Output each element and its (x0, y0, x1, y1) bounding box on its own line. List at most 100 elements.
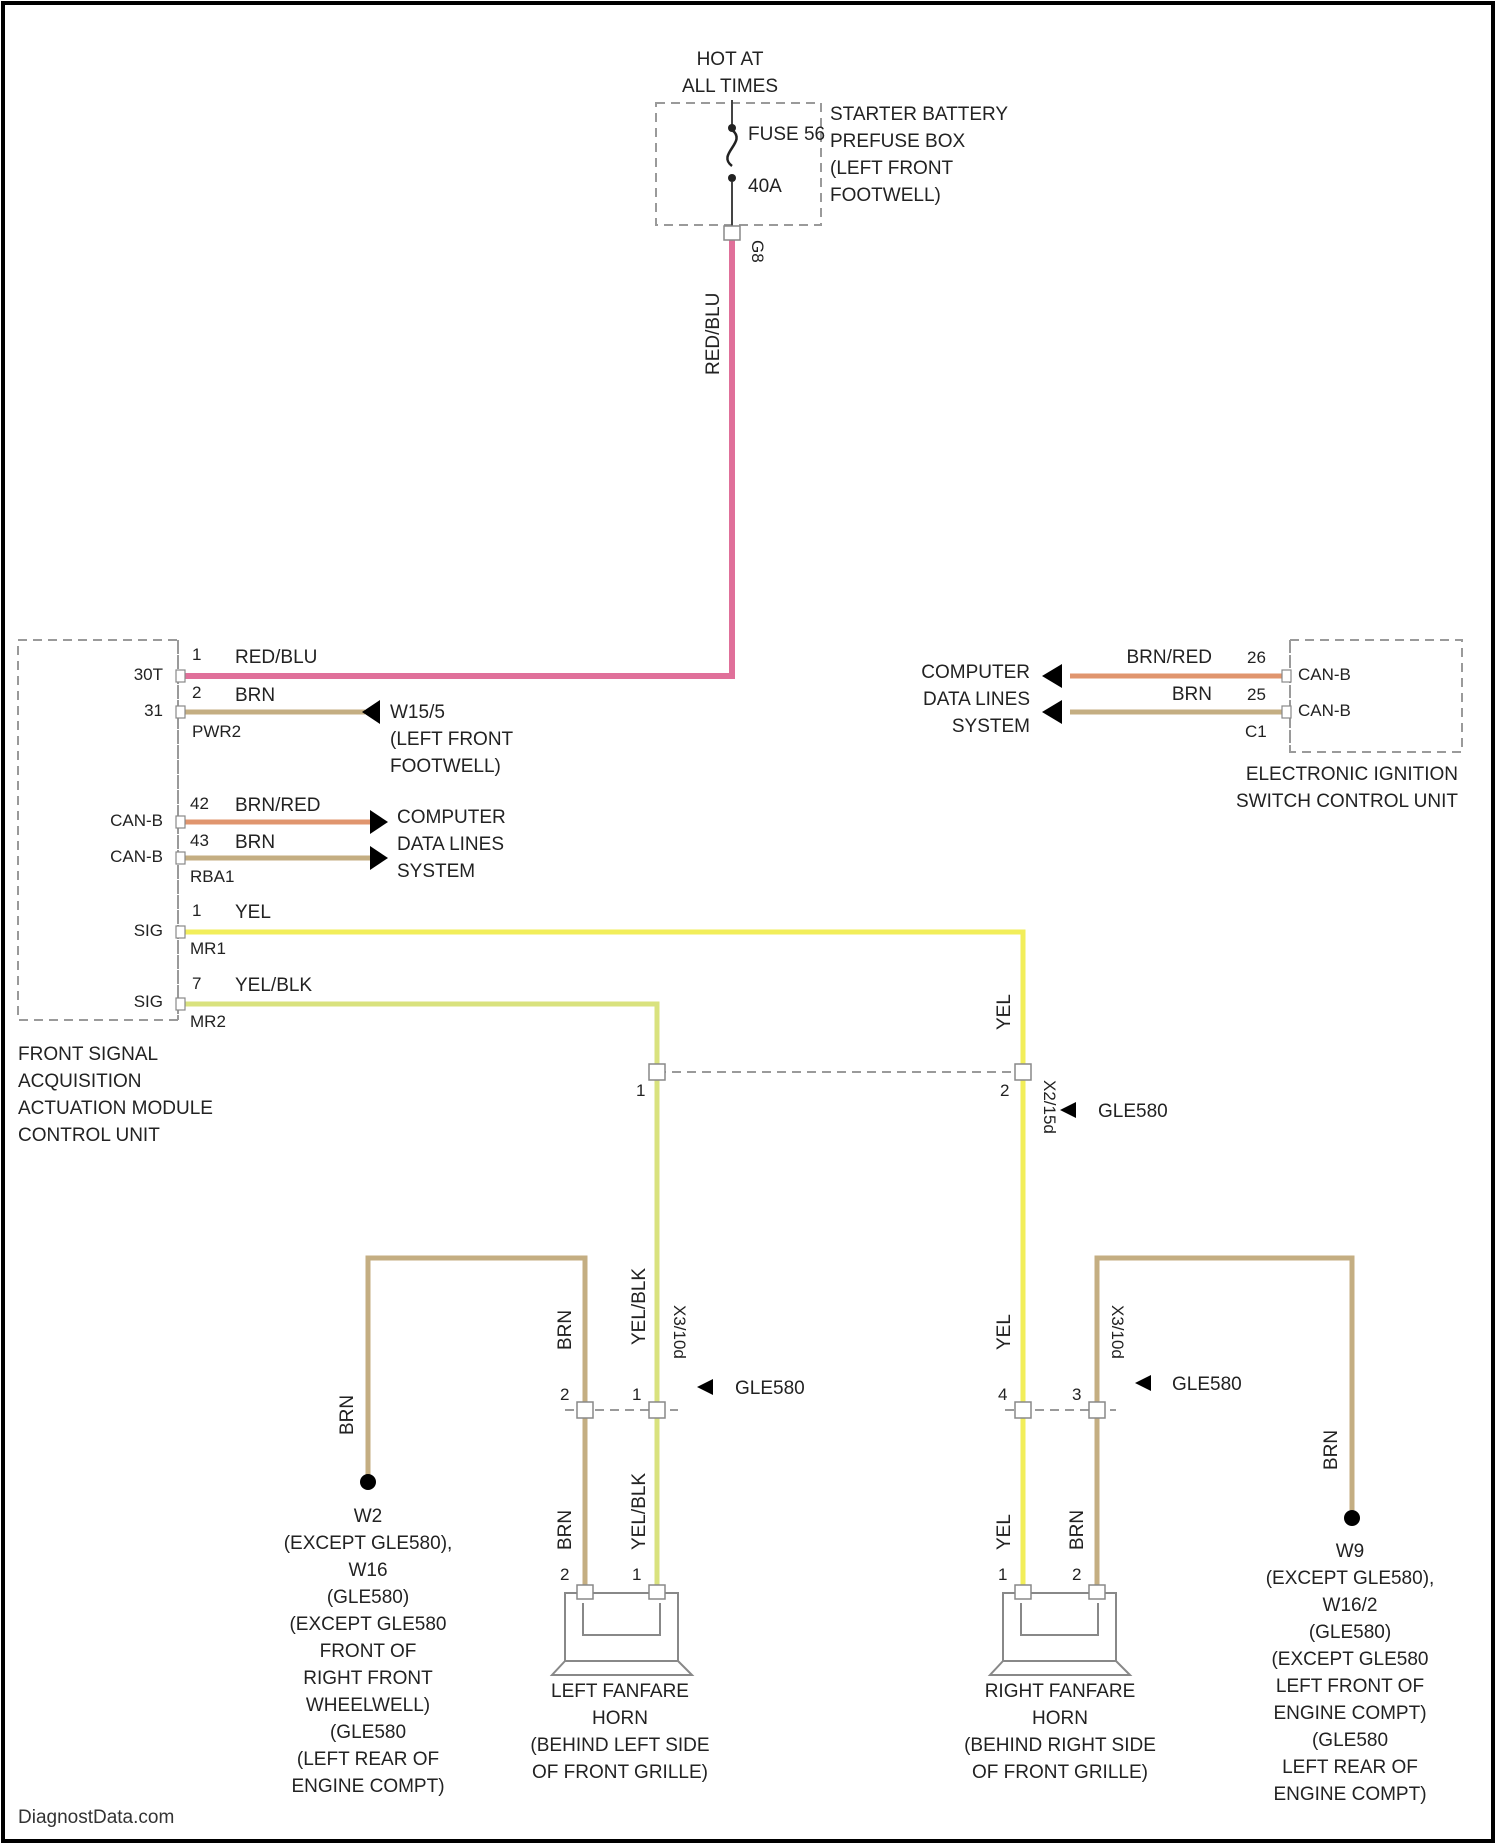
fuse-symbol (727, 130, 736, 166)
mid-connector-left (649, 1064, 665, 1080)
wire-label-brn-left-3: BRN (555, 1510, 576, 1550)
eis-conn-canb-lo: CAN-B (1298, 701, 1351, 720)
prefuse-pin-label: G8 (748, 240, 767, 263)
sam-conn-canb-lo: CAN-B (110, 847, 163, 866)
prefuse-box-label-1: STARTER BATTERY (830, 104, 1008, 125)
wire-label-brn-left-1: BRN (337, 1395, 358, 1435)
left-ground-label-8: WHEELWELL) (306, 1695, 430, 1716)
sam-can-dest-1: COMPUTER (397, 807, 506, 828)
sam-label-1: FRONT SIGNAL (18, 1044, 158, 1065)
left-horn-label-2: HORN (592, 1708, 648, 1729)
right-horn-term-a (1015, 1585, 1031, 1599)
left-ground-label-3: W16 (348, 1560, 387, 1581)
sam-conn-31: 31 (144, 701, 163, 720)
watermark: DiagnostData.com (18, 1807, 174, 1828)
right-connector-pin-brn (1089, 1402, 1105, 1418)
wire-label-yel-top: YEL (994, 994, 1015, 1030)
eis-module-box (1290, 640, 1462, 752)
can-arrow-lo (370, 846, 388, 870)
eis-label-2: SWITCH CONTROL UNIT (1236, 791, 1458, 812)
right-horn-label-2: HORN (1032, 1708, 1088, 1729)
wire-label-yel-mid: YEL (994, 1314, 1015, 1350)
ground-label-2: (LEFT FRONT (390, 729, 514, 750)
sam-wire-yel-label: YEL (235, 902, 271, 923)
fuse-name: FUSE 56 (748, 124, 825, 145)
eis-can-dest-1: COMPUTER (921, 662, 1030, 683)
right-ground-label-3: W16/2 (1323, 1595, 1378, 1616)
wire-label-brn-left-2: BRN (555, 1310, 576, 1350)
eis-pin-26: 26 (1247, 648, 1266, 667)
left-connector-pin-yelblk (649, 1402, 665, 1418)
right-ground-label-6: LEFT FRONT OF (1276, 1676, 1424, 1697)
sam-conn-30t: 30T (134, 665, 163, 684)
sam-sub-pwr2: PWR2 (192, 722, 241, 741)
left-connector-pin-1: 1 (632, 1385, 641, 1404)
mid-pin-2: 2 (1000, 1081, 1009, 1100)
eis-wire-brn-label: BRN (1172, 684, 1212, 705)
sam-label-4: CONTROL UNIT (18, 1125, 160, 1146)
sam-label-3: ACTUATION MODULE (18, 1098, 213, 1119)
right-ground-label-5: (EXCEPT GLE580 (1271, 1649, 1428, 1670)
right-horn-body (1003, 1593, 1116, 1661)
sam-pin-1: 1 (192, 645, 201, 664)
mid-pin-1: 1 (636, 1081, 645, 1100)
left-horn-term-b (649, 1585, 665, 1599)
right-connector-pin-3: 3 (1072, 1385, 1081, 1404)
eis-conn-canb-hi: CAN-B (1298, 665, 1351, 684)
eis-pin-stub-1 (1282, 670, 1291, 682)
sam-label-2: ACQUISITION (18, 1071, 142, 1092)
left-connector-id: X3/10d (670, 1305, 689, 1359)
left-horn-label-1: LEFT FANFARE (551, 1681, 689, 1702)
eis-pin-25: 25 (1247, 685, 1266, 704)
sam-conn-sig-1: SIG (134, 921, 163, 940)
fuse-terminal-bottom (728, 174, 736, 182)
left-ground-label-10: (LEFT REAR OF (297, 1749, 439, 1770)
wire-yel (183, 932, 1023, 1585)
right-connector-id: X3/10d (1108, 1305, 1127, 1359)
left-ground-label-1: W2 (354, 1506, 383, 1527)
wire-label-yelblk-2: YEL/BLK (629, 1473, 650, 1550)
left-horn-term-a (577, 1585, 593, 1599)
left-ground-label-11: ENGINE COMPT) (291, 1776, 444, 1797)
sam-wire-yel-blk-label: YEL/BLK (235, 975, 312, 996)
right-connector-pin-4: 4 (998, 1385, 1007, 1404)
wire-red-blu (183, 232, 732, 676)
sam-pin-2: 2 (192, 683, 201, 702)
sam-can-dest-3: SYSTEM (397, 861, 475, 882)
left-horn-label-3: (BEHIND LEFT SIDE (530, 1735, 709, 1756)
right-ground-label-10: ENGINE COMPT) (1273, 1784, 1426, 1805)
left-ground-label-9: (GLE580 (330, 1722, 406, 1743)
right-ground-label-2: (EXCEPT GLE580), (1266, 1568, 1435, 1589)
hot-at-label: HOT AT (697, 49, 764, 70)
left-horn-label-4: OF FRONT GRILLE) (532, 1762, 708, 1783)
mid-connector-note: GLE580 (1098, 1101, 1168, 1122)
prefuse-box (656, 103, 821, 225)
left-ground-label-6: FRONT OF (320, 1641, 417, 1662)
sam-pin-stub-3 (176, 816, 185, 828)
right-horn-label-3: (BEHIND RIGHT SIDE (964, 1735, 1156, 1756)
right-ground-label-1: W9 (1336, 1541, 1365, 1562)
left-ground-label-5: (EXCEPT GLE580 (289, 1614, 446, 1635)
mid-note-arrow (1060, 1102, 1076, 1118)
eis-can-arrow-lo (1042, 700, 1062, 724)
sam-sub-rba1: RBA1 (190, 867, 234, 886)
left-ground-label-7: RIGHT FRONT (303, 1668, 433, 1689)
right-horn-term-b (1089, 1585, 1105, 1599)
prefuse-box-label-2: PREFUSE BOX (830, 131, 965, 152)
sam-pin-42: 42 (190, 794, 209, 813)
left-horn-body (565, 1593, 678, 1661)
ground-arrow (362, 700, 380, 724)
sam-sub-mr2: MR2 (190, 1012, 226, 1031)
left-connector-pin-2: 2 (560, 1385, 569, 1404)
prefuse-connector (724, 226, 740, 240)
sam-pin-stub-4 (176, 852, 185, 864)
right-horn-pin-1: 1 (998, 1565, 1007, 1584)
eis-pin-stub-2 (1282, 706, 1291, 718)
all-times-label: ALL TIMES (682, 76, 778, 97)
right-horn-label-4: OF FRONT GRILLE) (972, 1762, 1148, 1783)
sam-pin-1b: 1 (192, 901, 201, 920)
sam-module-box (18, 640, 178, 1020)
prefuse-box-label-4: FOOTWELL) (830, 185, 941, 206)
eis-label-1: ELECTRONIC IGNITION (1246, 764, 1458, 785)
fuse-rating: 40A (748, 176, 782, 197)
